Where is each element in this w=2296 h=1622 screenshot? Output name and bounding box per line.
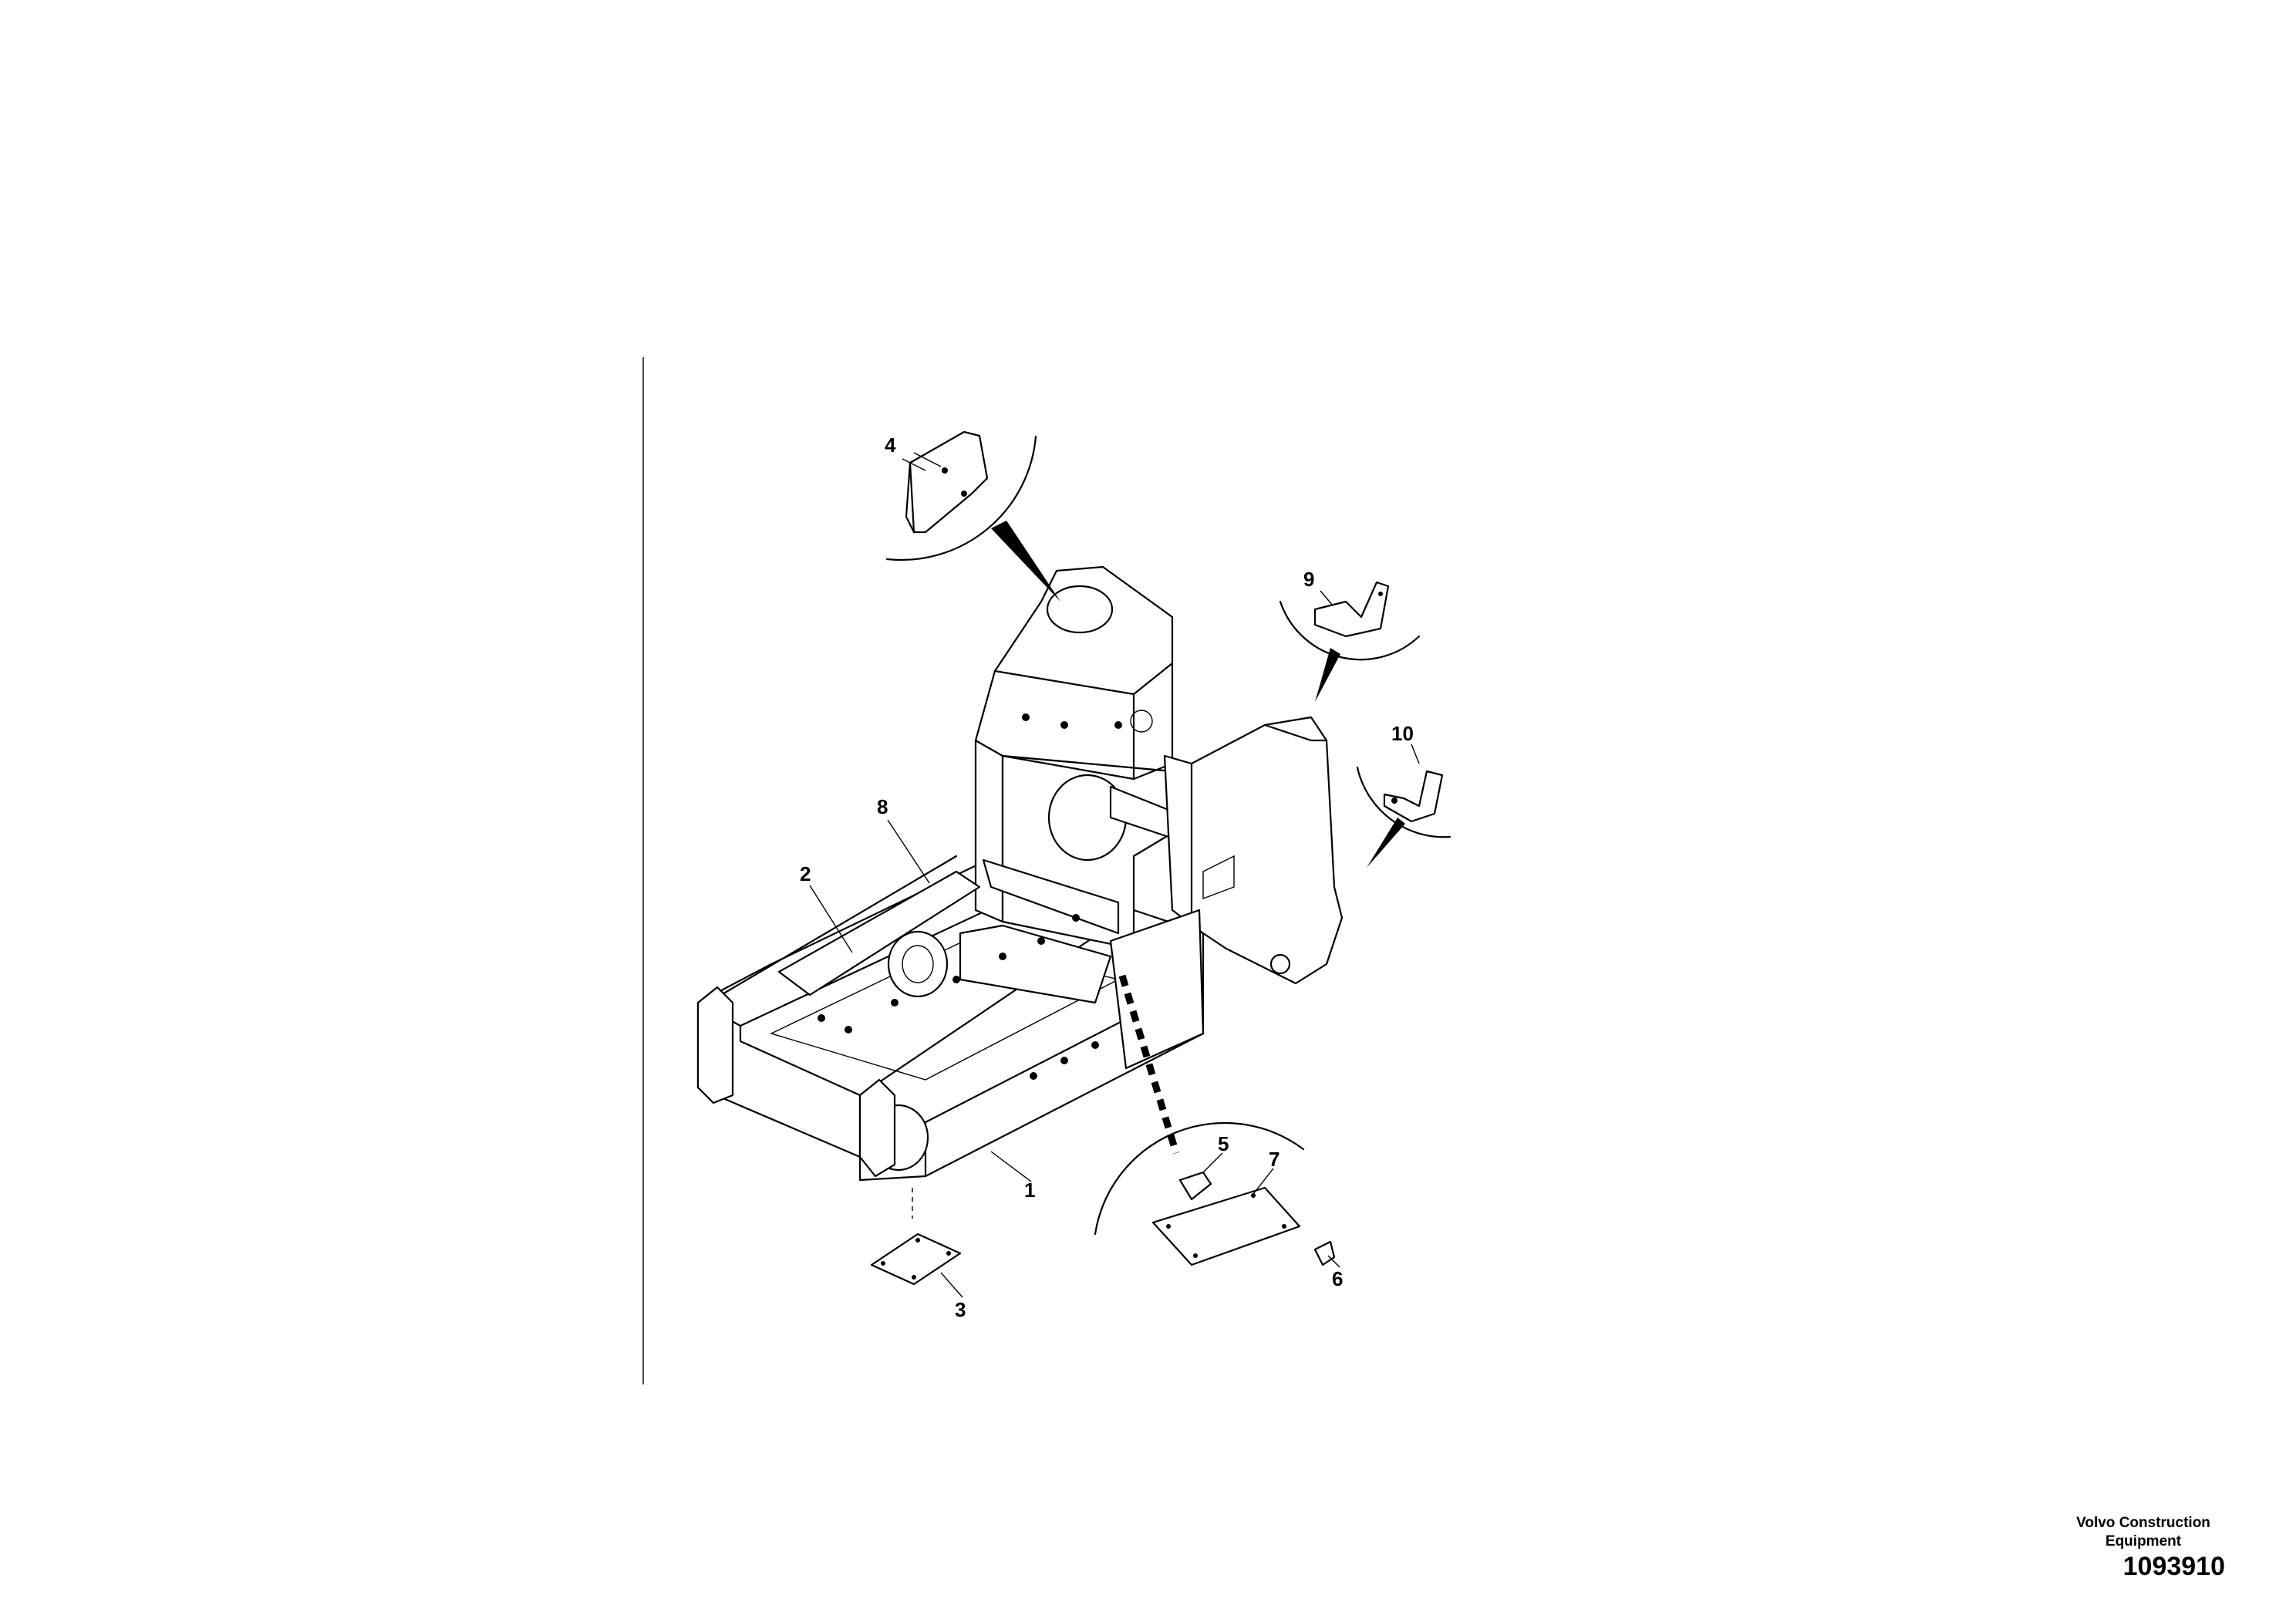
callout-5: 5: [1218, 1132, 1229, 1155]
detail-view-part-9: [1279, 581, 1421, 702]
part-3-plate: [870, 1188, 962, 1286]
publisher-line-2: Equipment: [2105, 1533, 2182, 1549]
callout-3: 3: [955, 1298, 966, 1321]
callout-10: 10: [1391, 722, 1414, 745]
leader-lines: [809, 452, 1420, 1298]
detail-view-part-4: [885, 430, 1060, 602]
callout-8: 8: [877, 795, 888, 818]
callout-7: 7: [1269, 1148, 1279, 1171]
callout-4: 4: [885, 433, 896, 457]
detail-view-part-10: [1356, 766, 1451, 868]
drawing-number: 1093910: [2122, 1552, 2225, 1581]
publisher-name: Volvo Construction Equipment: [2058, 1514, 2228, 1551]
callout-1: 1: [1024, 1179, 1035, 1202]
callout-2: 2: [800, 862, 811, 885]
detail-view-parts-5-6-7: [1094, 974, 1336, 1266]
publisher-line-1: Volvo Construction: [2076, 1515, 2210, 1531]
main-frame: [696, 565, 1344, 1182]
callout-labels: 1 2 3 4 5 6 7 8 9 10: [800, 433, 1414, 1321]
dashed-leader: [1118, 974, 1180, 1155]
callout-6: 6: [1332, 1267, 1343, 1290]
callout-9: 9: [1303, 568, 1314, 591]
